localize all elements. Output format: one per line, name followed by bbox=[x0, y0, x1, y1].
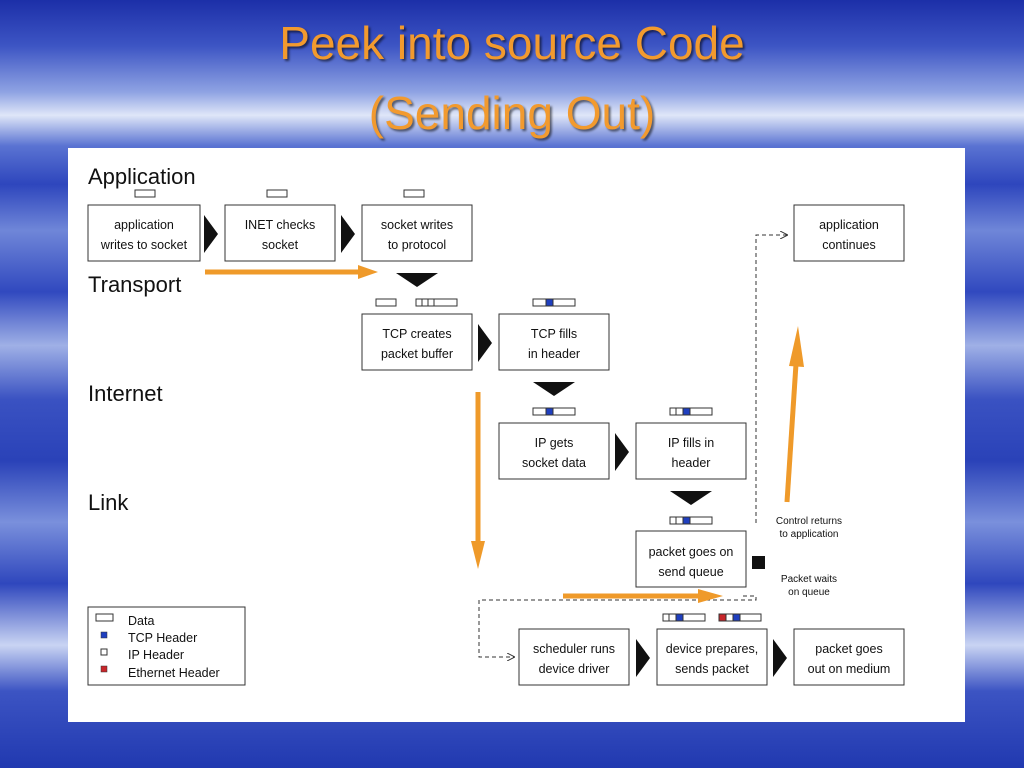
box-socket-writes: socket writes to protocol bbox=[361, 204, 473, 262]
flow-arrow-down bbox=[670, 491, 712, 505]
svg-text:sends packet: sends packet bbox=[675, 662, 749, 676]
svg-text:scheduler runs: scheduler runs bbox=[533, 642, 615, 656]
packet-icon-ip-tcp bbox=[669, 516, 713, 525]
layer-label-application: Application bbox=[88, 164, 196, 189]
packet-icon-data bbox=[266, 189, 288, 198]
box-inet-checks: INET checks socket bbox=[224, 204, 336, 262]
slide-title-line2: (Sending Out) bbox=[368, 87, 656, 139]
svg-text:device prepares,: device prepares, bbox=[666, 642, 758, 656]
orange-arrow-up bbox=[784, 326, 804, 503]
flow-arrow-down bbox=[396, 273, 438, 287]
svg-text:IP fills in: IP fills in bbox=[668, 436, 714, 450]
packet-icon-tcp bbox=[532, 407, 576, 416]
network-flow-diagram: Application Transport Internet Link appl… bbox=[87, 164, 905, 686]
flow-arrow-right bbox=[615, 433, 629, 471]
legend: Data TCP Header IP Header Ethernet Heade… bbox=[87, 606, 246, 686]
legend-label-tcp: TCP Header bbox=[128, 631, 197, 645]
flow-arrow-right bbox=[773, 639, 787, 677]
svg-text:IP gets: IP gets bbox=[535, 436, 574, 450]
diagram-panel: Application Transport Internet Link appl… bbox=[68, 148, 965, 722]
packet-icon-data bbox=[375, 298, 397, 307]
layer-label-transport: Transport bbox=[88, 272, 181, 297]
flow-arrow-right bbox=[636, 639, 650, 677]
layer-label-link: Link bbox=[88, 490, 129, 515]
flow-arrow-right bbox=[341, 215, 355, 253]
packet-icon-ip-tcp bbox=[669, 407, 713, 416]
svg-text:socket: socket bbox=[262, 238, 299, 252]
legend-swatch-data bbox=[95, 613, 114, 622]
annotation-control-returns: Control returns bbox=[776, 516, 842, 527]
box-app-writes: application writes to socket bbox=[87, 204, 201, 262]
packet-icon-ip-tcp bbox=[662, 613, 706, 622]
slide-title-line1: Peek into source Code bbox=[279, 17, 745, 69]
queue-marker bbox=[752, 556, 765, 569]
svg-text:in header: in header bbox=[528, 347, 580, 361]
legend-swatch-tcp bbox=[100, 631, 108, 639]
svg-text:packet buffer: packet buffer bbox=[381, 347, 453, 361]
svg-text:writes to socket: writes to socket bbox=[100, 238, 188, 252]
box-device: device prepares, sends packet bbox=[656, 628, 768, 686]
queue-to-scheduler-path bbox=[478, 595, 757, 657]
packet-icon-data bbox=[403, 189, 425, 198]
svg-text:TCP fills: TCP fills bbox=[531, 327, 577, 341]
annotation-packet-waits: Packet waits bbox=[781, 574, 837, 585]
svg-text:header: header bbox=[672, 456, 711, 470]
annotation-control-returns-2: to application bbox=[780, 529, 839, 540]
svg-text:out on medium: out on medium bbox=[808, 662, 891, 676]
svg-text:socket data: socket data bbox=[522, 456, 586, 470]
layer-label-internet: Internet bbox=[88, 381, 163, 406]
packet-icon-ethernet bbox=[718, 613, 762, 622]
svg-text:continues: continues bbox=[822, 238, 876, 252]
svg-text:packet goes: packet goes bbox=[815, 642, 882, 656]
legend-swatch-ethernet bbox=[100, 665, 108, 673]
svg-text:packet goes on: packet goes on bbox=[649, 545, 734, 559]
legend-label-ip: IP Header bbox=[128, 648, 184, 662]
svg-text:send queue: send queue bbox=[658, 565, 723, 579]
annotation-packet-waits-2: on queue bbox=[788, 587, 830, 598]
svg-text:application: application bbox=[819, 218, 879, 232]
packet-icon-tcp bbox=[532, 298, 576, 307]
svg-text:device driver: device driver bbox=[539, 662, 610, 676]
orange-arrow-down bbox=[471, 392, 485, 569]
box-ip-fills: IP fills in header bbox=[635, 422, 747, 480]
svg-text:TCP creates: TCP creates bbox=[382, 327, 451, 341]
flow-arrow-down bbox=[533, 382, 575, 396]
svg-text:socket writes: socket writes bbox=[381, 218, 453, 232]
box-send-queue: packet goes on send queue bbox=[635, 530, 747, 588]
control-return-path bbox=[755, 235, 787, 523]
flow-arrow-right bbox=[478, 324, 492, 362]
orange-arrow-right-transport bbox=[205, 265, 378, 279]
svg-text:to protocol: to protocol bbox=[388, 238, 446, 252]
box-ip-gets: IP gets socket data bbox=[498, 422, 610, 480]
packet-icon-data bbox=[134, 189, 156, 198]
box-tcp-creates: TCP creates packet buffer bbox=[361, 313, 473, 371]
legend-swatch-ip bbox=[100, 648, 108, 656]
box-tcp-fills: TCP fills in header bbox=[498, 313, 610, 371]
box-scheduler: scheduler runs device driver bbox=[518, 628, 630, 686]
packet-icon-fragments bbox=[415, 298, 458, 307]
orange-arrow-right-link bbox=[563, 589, 723, 603]
box-app-continues: application continues bbox=[793, 204, 905, 262]
box-out-medium: packet goes out on medium bbox=[793, 628, 905, 686]
legend-label-ethernet: Ethernet Header bbox=[128, 666, 220, 680]
flow-arrow-right bbox=[204, 215, 218, 253]
svg-text:INET checks: INET checks bbox=[245, 218, 316, 232]
svg-text:application: application bbox=[114, 218, 174, 232]
legend-label-data: Data bbox=[128, 614, 154, 628]
